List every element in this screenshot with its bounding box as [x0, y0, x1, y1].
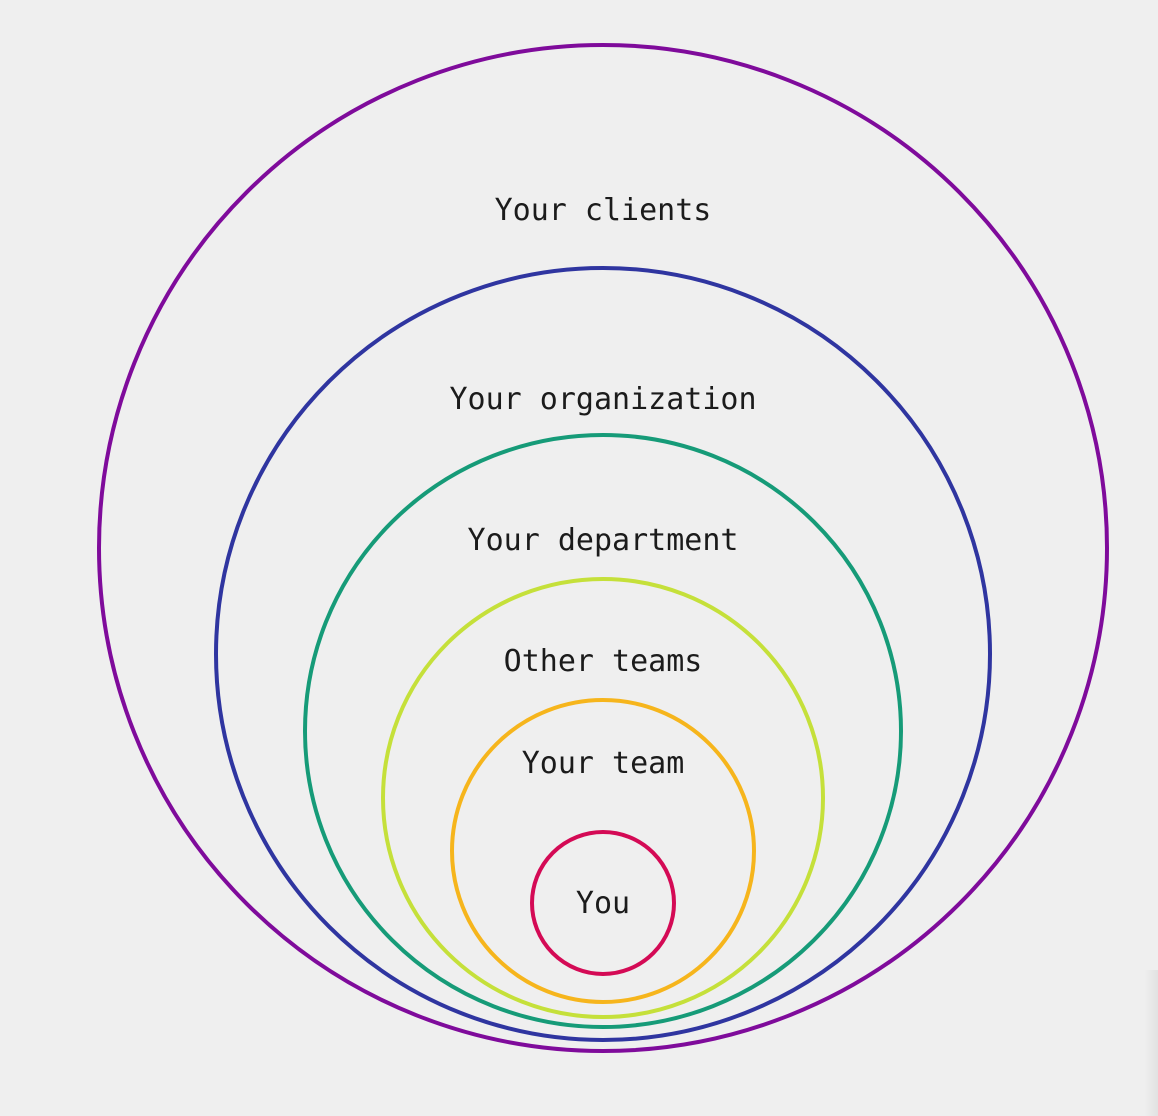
ring-organization-outline [214, 266, 992, 1042]
ring-clients: Your clients [97, 43, 1109, 1053]
ring-department: Your department [303, 433, 903, 1029]
ring-department-label: Your department [468, 523, 739, 558]
ring-other-teams: Other teams [381, 577, 825, 1019]
ring-you: You [530, 830, 676, 976]
ring-your-team-label: Your team [522, 746, 685, 781]
ring-organization: Your organization [214, 266, 992, 1042]
page-edge-shadow [1144, 970, 1158, 1116]
ring-organization-label: Your organization [449, 382, 756, 417]
ring-you-outline [530, 830, 676, 976]
ring-other-teams-outline [381, 577, 825, 1019]
ring-you-label: You [576, 886, 630, 921]
ring-other-teams-label: Other teams [504, 644, 703, 679]
ring-your-team: Your team [450, 698, 756, 1004]
ring-clients-label: Your clients [495, 193, 712, 228]
ring-department-outline [303, 433, 903, 1029]
ring-your-team-outline [450, 698, 756, 1004]
ring-clients-outline [97, 43, 1109, 1053]
